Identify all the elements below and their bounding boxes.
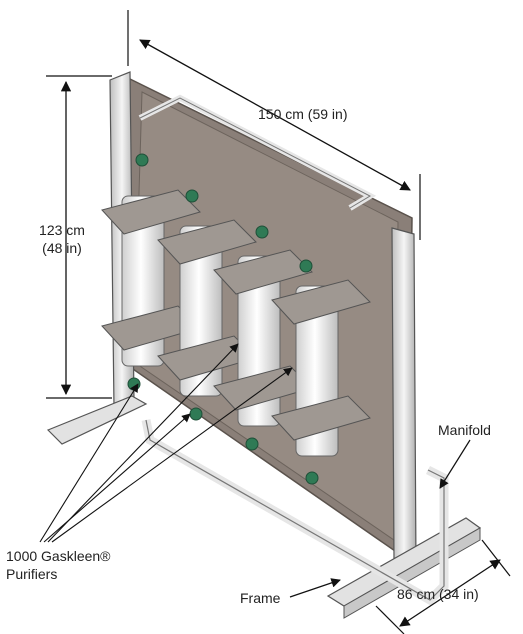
- frame-leader: [289, 578, 341, 598]
- frame-right-post: [391, 227, 417, 567]
- depth-label: 86 cm (34 in): [397, 586, 479, 602]
- purifier-2: [157, 189, 257, 421]
- purifier-3: [213, 225, 313, 451]
- depth-dimension-line: [399, 559, 501, 627]
- width-label: 150 cm (59 in): [258, 106, 348, 122]
- purifiers-leaders: [39, 343, 293, 543]
- width-dimension-line: [139, 39, 411, 191]
- frame-label: Frame: [240, 590, 281, 606]
- purifiers-label-line1: 1000 Gaskleen®: [6, 548, 111, 564]
- height-label-line1: 123 cm: [39, 222, 85, 238]
- frame-foot-left: [46, 395, 148, 445]
- manifold-label: Manifold: [438, 422, 491, 438]
- purifiers-label-line2: Purifiers: [6, 566, 58, 582]
- height-label-line2: (48 in): [42, 240, 82, 256]
- purifier-4: [271, 259, 371, 485]
- manifold-leader: [439, 439, 471, 489]
